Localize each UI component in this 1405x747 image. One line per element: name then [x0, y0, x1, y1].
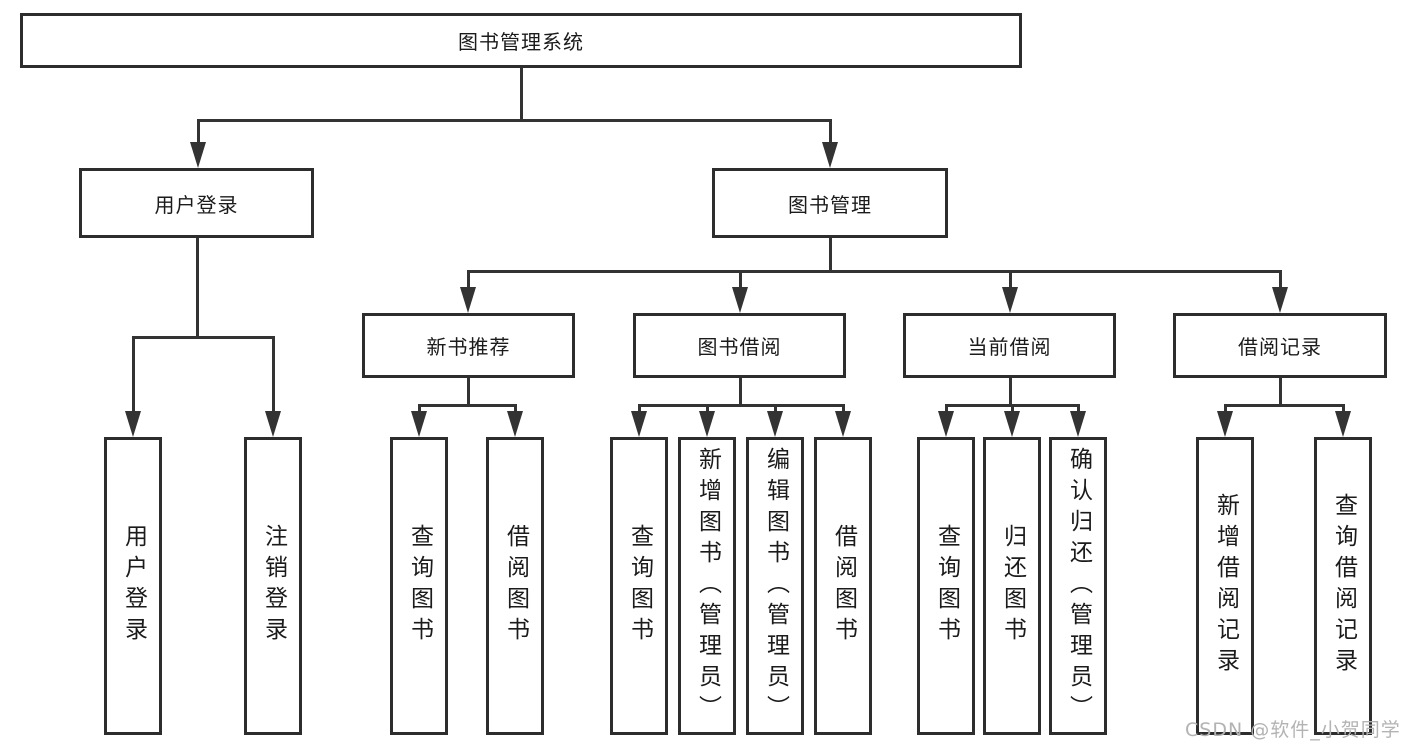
connector-line [271, 336, 275, 414]
connector-line [1010, 404, 1014, 416]
arrow-down-icon [699, 411, 715, 437]
leaf-recommend-borrow-books: 借阅图书 [486, 437, 544, 735]
arrow-down-icon [1272, 287, 1288, 313]
connector-line [519, 68, 523, 122]
leaf-records-add-record: 新增借阅记录 [1196, 437, 1254, 735]
arrow-down-icon [1335, 411, 1351, 437]
leaf-borrow-query-books: 查询图书 [610, 437, 668, 735]
connector-line [418, 404, 517, 407]
leaf-current-return-books: 归还图书 [983, 437, 1041, 735]
connector-line [944, 404, 948, 416]
connector-line [738, 270, 742, 292]
connector-line [841, 404, 845, 416]
connector-line [1008, 378, 1012, 406]
connector-line [1224, 404, 1345, 407]
leaf-current-query-books: 查询图书 [917, 437, 975, 735]
arrow-down-icon [190, 142, 206, 168]
connector-line [513, 404, 517, 416]
leaf-borrow-edit-books-admin: 编辑图书（管理员） [746, 437, 804, 735]
connector-line [132, 336, 275, 339]
arrow-down-icon [631, 411, 647, 437]
arrow-down-icon [265, 411, 281, 437]
connector-line [705, 404, 709, 416]
connector-line [1076, 404, 1080, 416]
arrow-down-icon [1002, 287, 1018, 313]
arrow-down-icon [835, 411, 851, 437]
leaf-current-confirm-return-admin: 确认归还（管理员） [1049, 437, 1107, 735]
arrow-down-icon [507, 411, 523, 437]
connector-line [417, 404, 421, 416]
connector-line [197, 119, 832, 122]
connector-line [1008, 270, 1012, 292]
connector-line [828, 238, 832, 272]
node-new-book-recommend: 新书推荐 [362, 313, 575, 378]
leaf-records-query-record: 查询借阅记录 [1314, 437, 1372, 735]
leaf-user-login: 用户登录 [104, 437, 162, 735]
node-borrow-records: 借阅记录 [1173, 313, 1387, 378]
arrow-down-icon [1217, 411, 1233, 437]
arrow-down-icon [732, 287, 748, 313]
leaf-logout: 注销登录 [244, 437, 302, 735]
arrow-down-icon [460, 287, 476, 313]
arrow-down-icon [767, 411, 783, 437]
connector-line [196, 119, 200, 149]
arrow-down-icon [125, 411, 141, 437]
connector-line [466, 378, 470, 406]
connector-line [1223, 404, 1227, 416]
node-user-login: 用户登录 [79, 168, 314, 238]
arrow-down-icon [938, 411, 954, 437]
arrow-down-icon [1070, 411, 1086, 437]
node-book-borrow: 图书借阅 [633, 313, 846, 378]
csdn-watermark: CSDN @软件_小贺同学 [1185, 719, 1401, 741]
arrow-down-icon [822, 142, 838, 168]
connector-line [638, 404, 845, 407]
connector-line [1278, 270, 1282, 292]
connector-line [738, 378, 742, 406]
leaf-recommend-query-books: 查询图书 [390, 437, 448, 735]
connector-line [195, 238, 199, 338]
connector-line [131, 336, 135, 414]
connector-line [773, 404, 777, 416]
leaf-borrow-borrow-books: 借阅图书 [814, 437, 872, 735]
connector-line [1278, 378, 1282, 406]
connector-line [466, 270, 470, 292]
leaf-borrow-add-books-admin: 新增图书（管理员） [678, 437, 736, 735]
arrow-down-icon [411, 411, 427, 437]
node-root: 图书管理系统 [20, 13, 1022, 68]
connector-line [1341, 404, 1345, 416]
connector-line [828, 119, 832, 149]
connector-line [637, 404, 641, 416]
node-book-management: 图书管理 [712, 168, 948, 238]
node-current-borrow: 当前借阅 [903, 313, 1116, 378]
connector-line [467, 270, 1282, 273]
arrow-down-icon [1004, 411, 1020, 437]
